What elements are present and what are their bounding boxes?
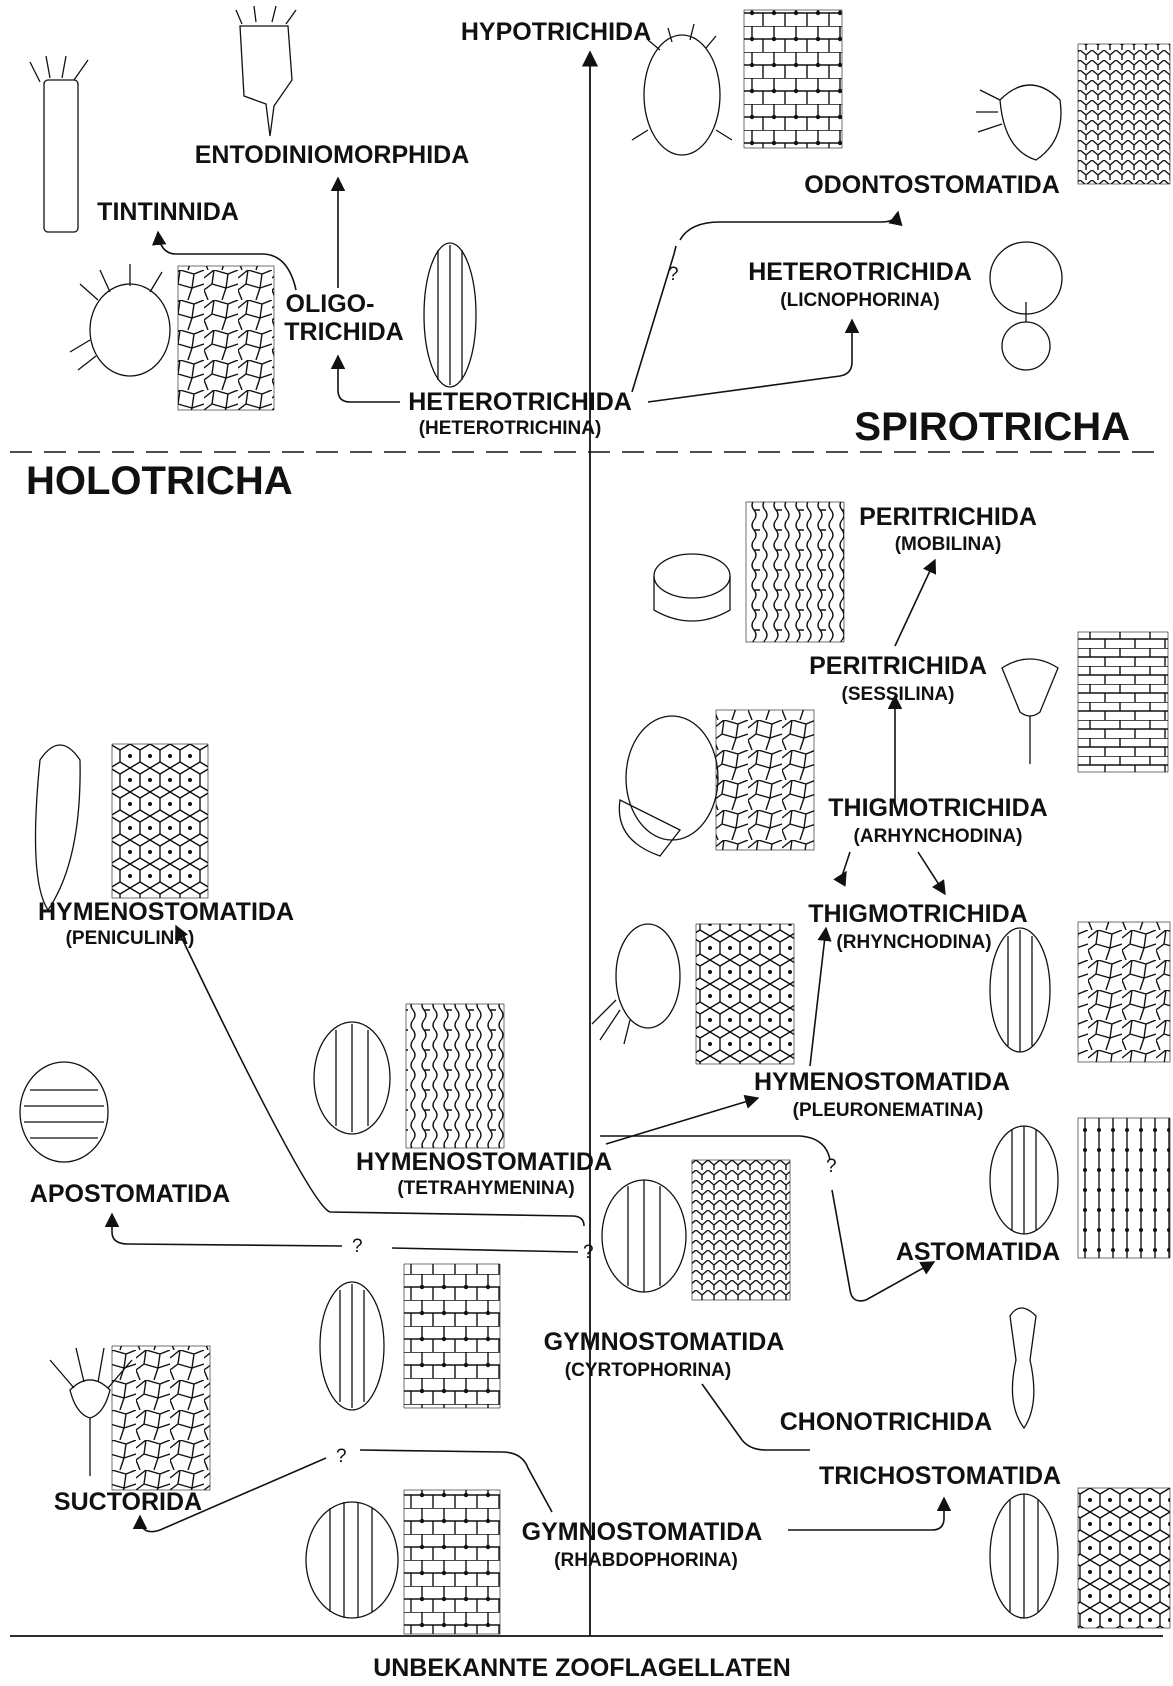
taxon-pleuronematina-suborder: (PLEURONEMATINA) [793, 1100, 984, 1121]
taxon-cyrtophorina-suborder: (CYRTOPHORINA) [565, 1360, 731, 1381]
group-label-spirotricha: SPIROTRICHA [854, 405, 1130, 449]
taxon-hymenostomatida-pleuronematina: HYMENOSTOMATIDA [754, 1068, 1010, 1096]
taxon-tetrahymenina-suborder: (TETRAHYMENINA) [397, 1178, 574, 1199]
taxon-heterotrichina-suborder: (HETEROTRICHINA) [419, 418, 602, 439]
taxon-heterotrichida-heterotrichina: HETEROTRICHIDA [408, 388, 632, 416]
taxon-mobilina-suborder: (MOBILINA) [895, 534, 1002, 555]
uncertain-mark-axis: ? [583, 1242, 594, 1263]
taxon-suctorida: SUCTORIDA [54, 1488, 202, 1516]
taxon-rhabdophorina-suborder: (RHABDOPHORINA) [554, 1550, 738, 1571]
uncertain-mark-odontostomatida: ? [668, 264, 679, 285]
taxon-chonotrichida: CHONOTRICHIDA [780, 1408, 993, 1436]
taxon-peritrichida-sessilina: PERITRICHIDA [809, 652, 987, 680]
taxon-thigmotrichida-arhynchodina: THIGMOTRICHIDA [828, 794, 1047, 822]
taxon-odontostomatida: ODONTOSTOMATIDA [804, 171, 1060, 199]
uncertain-mark-apostomatida: ? [352, 1236, 363, 1257]
taxon-hymenostomatida-tetrahymenina: HYMENOSTOMATIDA [356, 1148, 612, 1176]
taxon-astomatida: ASTOMATIDA [896, 1238, 1060, 1266]
group-label-holotricha: HOLOTRICHA [26, 459, 293, 503]
taxon-hymenostomatida-peniculina: HYMENOSTOMATIDA [38, 898, 294, 926]
taxon-licnophorina-suborder: (LICNOPHORINA) [780, 290, 939, 311]
taxon-hypotrichida: HYPOTRICHIDA [461, 18, 651, 46]
taxon-heterotrichida-licnophorina: HETEROTRICHIDA [748, 258, 972, 286]
taxon-thigmotrichida-rhynchodina: THIGMOTRICHIDA [808, 900, 1027, 928]
taxon-sessilina-suborder: (SESSILINA) [842, 684, 955, 705]
taxon-tintinnida: TINTINNIDA [97, 198, 239, 226]
taxon-peritrichida-mobilina: PERITRICHIDA [859, 503, 1037, 531]
taxon-gymnostomatida-rhabdophorina: GYMNOSTOMATIDA [522, 1518, 763, 1546]
root-label: UNBEKANNTE ZOOFLAGELLATEN [373, 1654, 791, 1682]
taxon-apostomatida: APOSTOMATIDA [30, 1180, 230, 1208]
uncertain-mark-astomatida: ? [826, 1156, 837, 1177]
silverline-patterns [112, 10, 1170, 1634]
taxon-rhynchodina-suborder: (RHYNCHODINA) [836, 932, 991, 953]
taxon-peniculina-suborder: (PENICULINA) [66, 928, 195, 949]
taxon-entodiniomorphida: ENTODINIOMORPHIDA [195, 141, 470, 169]
taxon-trichostomatida: TRICHOSTOMATIDA [819, 1462, 1061, 1490]
taxon-arhynchodina-suborder: (ARHYNCHODINA) [854, 826, 1023, 847]
taxon-oligotrichida-line1: OLIGO- [286, 290, 375, 318]
uncertain-mark-suctorida: ? [336, 1446, 347, 1467]
taxon-oligotrichida-line2: TRICHIDA [284, 318, 403, 346]
taxon-gymnostomatida-cyrtophorina: GYMNOSTOMATIDA [544, 1328, 785, 1356]
